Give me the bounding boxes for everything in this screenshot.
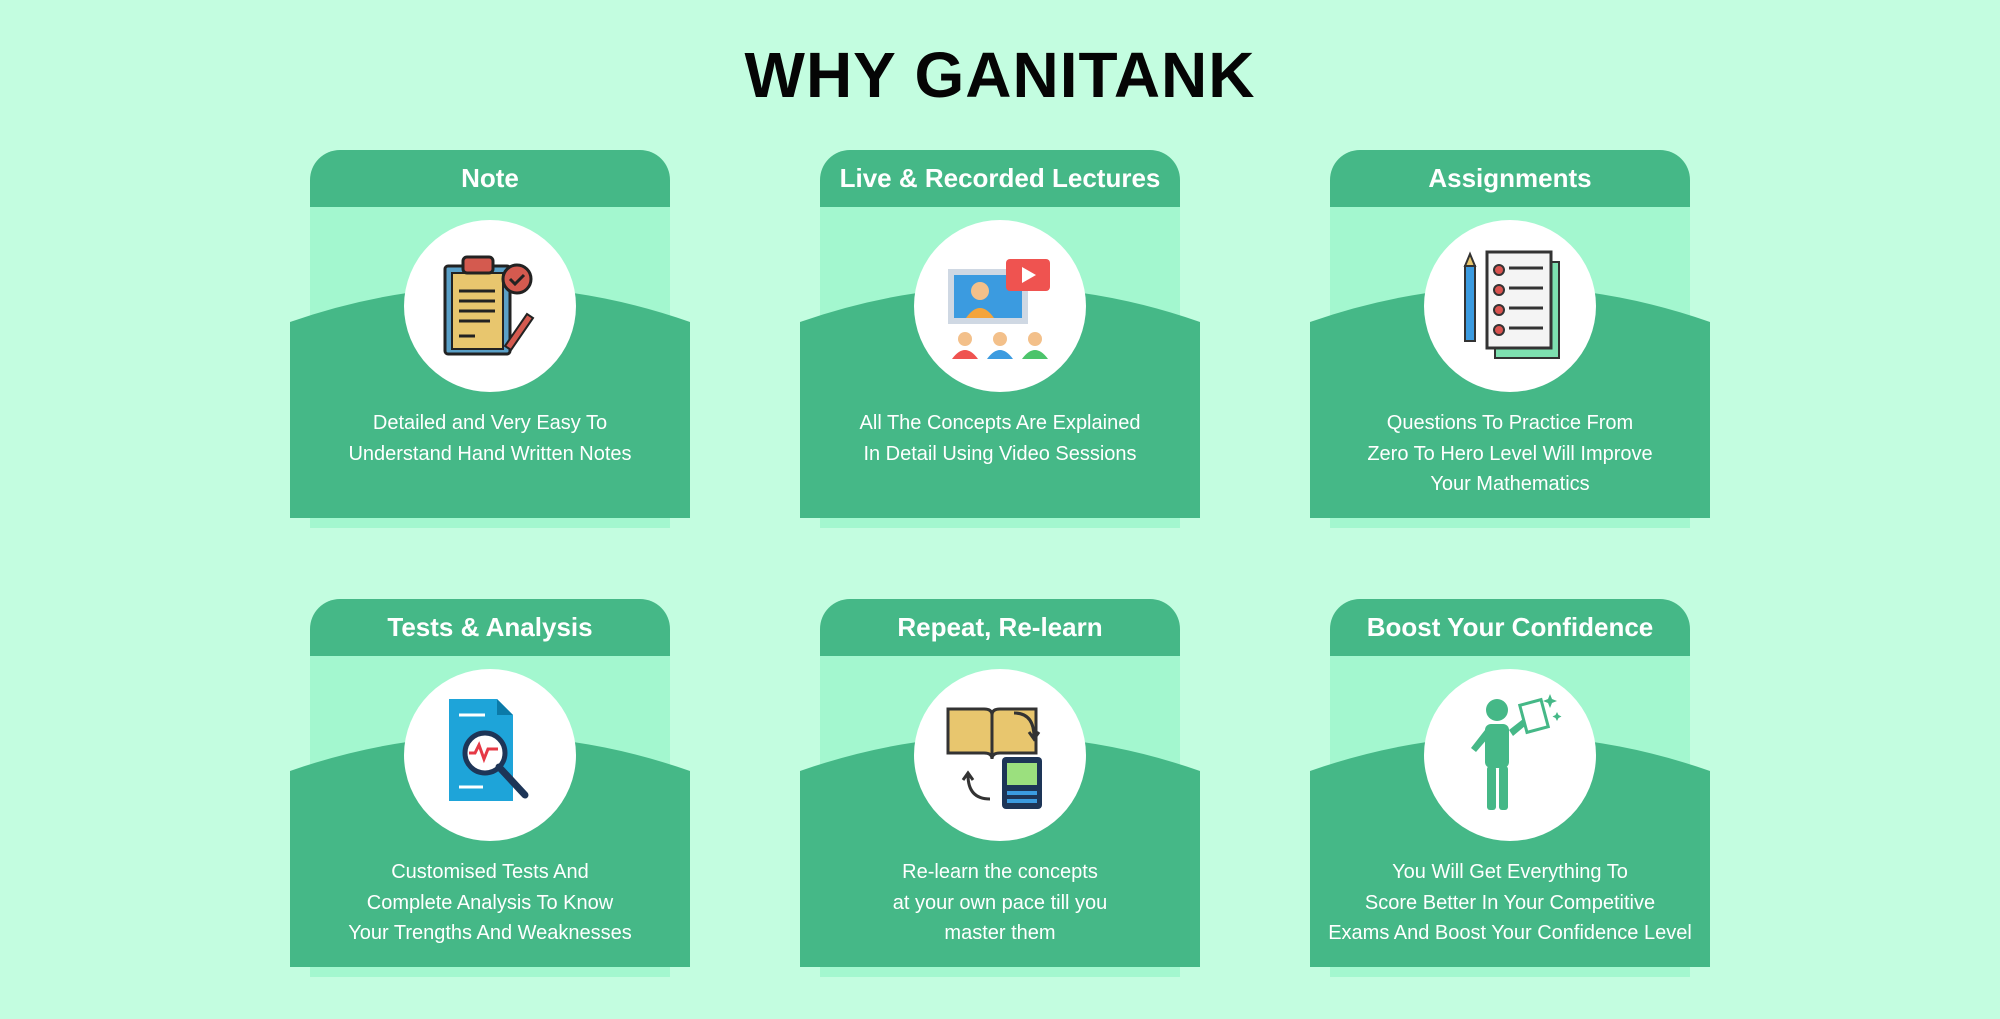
card-description-line: You Will Get Everything To (1392, 861, 1628, 883)
card-description-line: Questions To Practice From (1386, 412, 1634, 434)
card-description-line: Complete Analysis To Know (366, 891, 614, 914)
card-description-line: Your Trengths And Weaknesses (348, 922, 632, 944)
card-description-line: Zero To Hero Level Will Improve (1367, 442, 1653, 465)
card-base (800, 287, 1200, 518)
card-description: All The Concepts Are Explained In Detail … (800, 408, 1200, 469)
feature-card: Boost Your Confidence You Will Get Every… (1310, 599, 1710, 979)
page-title: WHY GANITANK (744, 39, 1256, 111)
card-description-line: Understand Hand Written Notes (348, 442, 632, 465)
card-description-line: Score Better In Your Competitive (1364, 891, 1656, 914)
card-description-line: Customised Tests And (391, 861, 589, 883)
card-description-line: Exams And Boost Your Confidence Level (1328, 922, 1692, 944)
card-description-line: master them (944, 922, 1056, 944)
card-title: Note (310, 150, 670, 207)
test-analysis-icon (404, 669, 576, 841)
card-title: Live & Recorded Lectures (820, 150, 1180, 207)
card-base (1310, 287, 1710, 518)
card-description-line: at your own pace till you (892, 891, 1108, 914)
video-lecture-icon (914, 220, 1086, 392)
card-description-line: Re-learn the concepts (902, 861, 1098, 883)
card-description: Re-learn the concepts at your own pace ti… (800, 857, 1200, 949)
card-title: Boost Your Confidence (1330, 599, 1690, 656)
card-title: Repeat, Re-learn (820, 599, 1180, 656)
assignment-checklist-icon (1424, 220, 1596, 392)
card-description: Detailed and Very Easy To Understand Hand… (290, 408, 690, 469)
card-description-line: All The Concepts Are Explained (859, 412, 1141, 434)
card-description-line: Your Mathematics (1430, 473, 1590, 495)
card-base (1310, 736, 1710, 967)
card-title: Assignments (1330, 150, 1690, 207)
relearn-book-icon (914, 669, 1086, 841)
feature-card: Live & Recorded Lectures All The Concept… (800, 150, 1200, 530)
card-description: You Will Get Everything To Score Better I… (1310, 857, 1710, 949)
feature-card: Note Detailed and Very Easy To Understand… (290, 150, 690, 530)
card-base (290, 736, 690, 967)
card-base (290, 287, 690, 518)
card-description-line: Detailed and Very Easy To (372, 412, 608, 434)
card-base (800, 736, 1200, 967)
clipboard-notes-icon (404, 220, 576, 392)
feature-card: Repeat, Re-learn Re-learn the concepts at… (800, 599, 1200, 979)
card-description-line: In Detail Using Video Sessions (863, 442, 1137, 465)
confident-person-icon (1424, 669, 1596, 841)
card-title: Tests & Analysis (310, 599, 670, 656)
